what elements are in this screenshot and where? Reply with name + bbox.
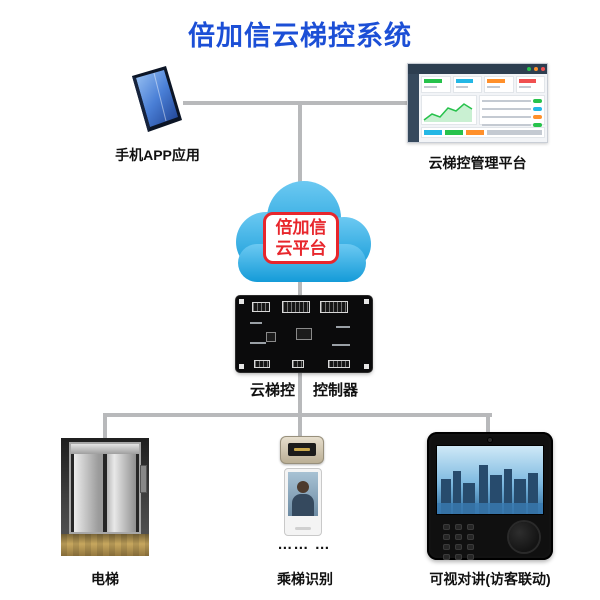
connector-block bbox=[282, 301, 310, 313]
elevator-call-panel bbox=[141, 466, 146, 492]
dashboard-body bbox=[419, 74, 547, 142]
dashboard-header bbox=[408, 64, 547, 74]
keypad-dot bbox=[443, 534, 450, 540]
ellipsis-text: …… … bbox=[277, 536, 331, 553]
chip-block bbox=[296, 328, 312, 340]
platform-label: 云梯控管理平台 bbox=[428, 155, 527, 171]
cloud-badge-line1: 倍加信 bbox=[275, 217, 327, 237]
table-row bbox=[482, 99, 542, 103]
connector-branch-right bbox=[486, 415, 490, 434]
connector-top-horizontal bbox=[183, 101, 412, 105]
controller-label-left: 云梯控 bbox=[249, 382, 295, 399]
kpi-card bbox=[452, 76, 482, 93]
table-row bbox=[482, 123, 542, 127]
kpi-card bbox=[484, 76, 514, 93]
keypad-dot bbox=[443, 554, 450, 560]
elevator-door-right bbox=[107, 454, 136, 532]
table-row bbox=[482, 115, 542, 119]
face-terminal-device bbox=[284, 468, 322, 536]
mounting-pad bbox=[364, 299, 369, 304]
table-row bbox=[482, 107, 542, 111]
dashboard-middle bbox=[421, 95, 545, 127]
platform-node bbox=[407, 63, 548, 143]
page-title: 倍加信云梯控系统 bbox=[188, 21, 412, 51]
intercom-node bbox=[427, 432, 553, 560]
connector-branch-left bbox=[103, 415, 107, 440]
keypad-dot bbox=[467, 554, 474, 560]
connector-branch-middle bbox=[298, 415, 302, 438]
phone-label: 手机APP应用 bbox=[115, 147, 200, 163]
silkscreen-mark bbox=[250, 322, 262, 324]
intercom-keypad bbox=[443, 524, 477, 562]
keypad-dot bbox=[443, 524, 450, 530]
elevator-lintel bbox=[71, 444, 139, 454]
phone-node bbox=[110, 60, 196, 146]
elevator-label: 电梯 bbox=[91, 571, 119, 587]
chip-block bbox=[266, 332, 276, 342]
intercom-screen bbox=[436, 445, 544, 515]
smartphone-icon bbox=[132, 66, 182, 132]
face-terminal-screen bbox=[288, 472, 318, 516]
kpi-card bbox=[421, 76, 451, 93]
kpi-card bbox=[515, 76, 545, 93]
connector-block bbox=[292, 360, 304, 368]
connector-block bbox=[254, 360, 270, 368]
silkscreen-mark bbox=[332, 344, 350, 346]
controller-node bbox=[236, 296, 372, 372]
reader-label: 乘梯识别 bbox=[277, 571, 333, 587]
keypad-dot bbox=[455, 534, 462, 540]
cloud-badge: 倍加信 云平台 bbox=[263, 212, 339, 264]
dashboard-chart bbox=[421, 95, 477, 125]
mounting-pad bbox=[239, 364, 244, 369]
header-dot-icon bbox=[534, 67, 538, 71]
silkscreen-mark bbox=[336, 326, 350, 328]
card-reader-logo bbox=[294, 448, 310, 451]
mounting-pad bbox=[364, 364, 369, 369]
keypad-dot bbox=[467, 544, 474, 550]
dashboard-sidebar bbox=[408, 74, 419, 142]
elevator-node bbox=[61, 438, 149, 556]
connector-branch-horizontal bbox=[103, 413, 492, 417]
silkscreen-mark bbox=[250, 342, 266, 344]
keypad-dot bbox=[455, 524, 462, 530]
header-dot-icon bbox=[541, 67, 545, 71]
dashboard-table bbox=[479, 95, 545, 127]
dashboard-kpi-row bbox=[421, 76, 545, 93]
mounting-pad bbox=[239, 299, 244, 304]
keypad-dot bbox=[455, 554, 462, 560]
card-reader-device bbox=[280, 436, 324, 464]
intercom-label: 可视对讲(访客联动) bbox=[429, 571, 551, 587]
terminal-home-bar bbox=[295, 527, 311, 530]
controller-label-right: 控制器 bbox=[313, 382, 359, 399]
cloud-badge-line2: 云平台 bbox=[275, 239, 327, 258]
dashboard-footer bbox=[421, 127, 545, 138]
controller-label: 云梯控 控制器 bbox=[236, 379, 372, 400]
connector-controller-vertical bbox=[298, 368, 302, 417]
keypad-dot bbox=[467, 534, 474, 540]
connector-block bbox=[252, 302, 270, 312]
intercom-speaker-icon bbox=[509, 522, 539, 552]
intercom-camera-icon bbox=[487, 437, 493, 443]
keypad-dot bbox=[455, 544, 462, 550]
connector-block bbox=[328, 360, 350, 368]
connector-block bbox=[320, 301, 348, 313]
person-body-shape bbox=[292, 494, 314, 516]
city-skyline-image bbox=[437, 446, 543, 514]
person-head-shape bbox=[297, 481, 309, 493]
elevator-floor-carpet bbox=[61, 534, 149, 556]
header-dot-icon bbox=[527, 67, 531, 71]
keypad-dot bbox=[443, 544, 450, 550]
elevator-door-left bbox=[74, 454, 103, 532]
card-reader-screen bbox=[288, 443, 316, 456]
keypad-dot bbox=[467, 524, 474, 530]
